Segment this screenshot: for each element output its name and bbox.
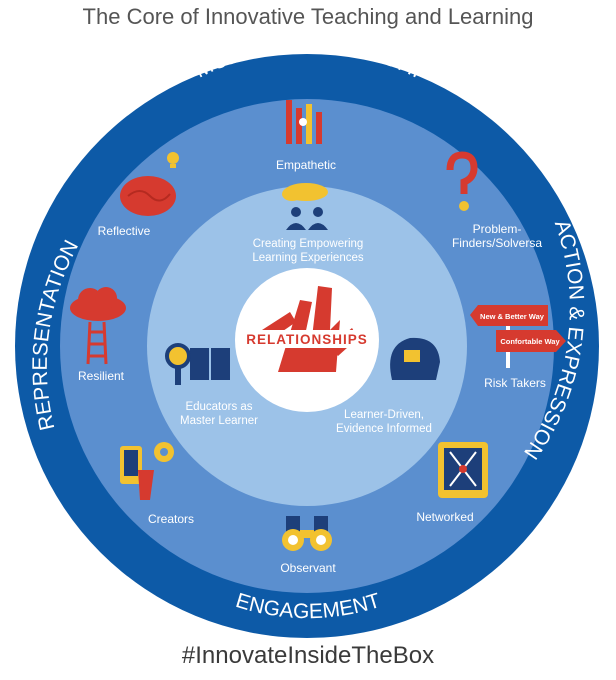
raised-hands-icon: [286, 100, 322, 144]
center-label: RELATIONSHIPS: [246, 332, 368, 347]
signpost-icon: [470, 305, 566, 368]
question-mark-icon: [446, 151, 478, 211]
binoculars-icon: [282, 516, 332, 551]
collaboration-icon: [282, 183, 328, 230]
cloud-ladder-icon: [70, 287, 126, 365]
hashtag: #InnovateInsideTheBox: [181, 642, 435, 669]
trait-observant: Observant: [280, 561, 336, 575]
trait-networked: Networked: [416, 510, 474, 524]
inner-label-top: Creating Empowering Learning Experiences: [252, 238, 364, 264]
brain-icon: [120, 176, 176, 216]
inner-label-left: Educators as Master Learner: [180, 401, 258, 427]
magnifier-book-icon: [165, 343, 230, 385]
trait-problem-finders: Problem-Finders/Solversa: [451, 222, 543, 250]
sign-comfortable-way: Confortable Way: [500, 337, 560, 346]
trait-risk-takers: Risk Takers: [484, 376, 546, 390]
phone-gear-icon: [120, 442, 174, 500]
diagram-title: The Core of Innovative Teaching and Lear…: [82, 4, 534, 29]
trait-reflective: Reflective: [97, 224, 151, 238]
trait-creators: Creators: [147, 512, 194, 526]
inner-label-right: Learner-Driven, Evidence Informed: [336, 409, 432, 435]
sign-new-way: New & Better Way: [480, 312, 545, 321]
head-book-icon: [390, 337, 440, 380]
trait-empathetic: Empathetic: [275, 158, 337, 172]
lightbulb-icon: [167, 152, 179, 168]
networked-tablet-icon: [438, 442, 488, 498]
trait-resilient: Resilient: [77, 369, 125, 383]
relationships-label-box: [236, 330, 378, 348]
